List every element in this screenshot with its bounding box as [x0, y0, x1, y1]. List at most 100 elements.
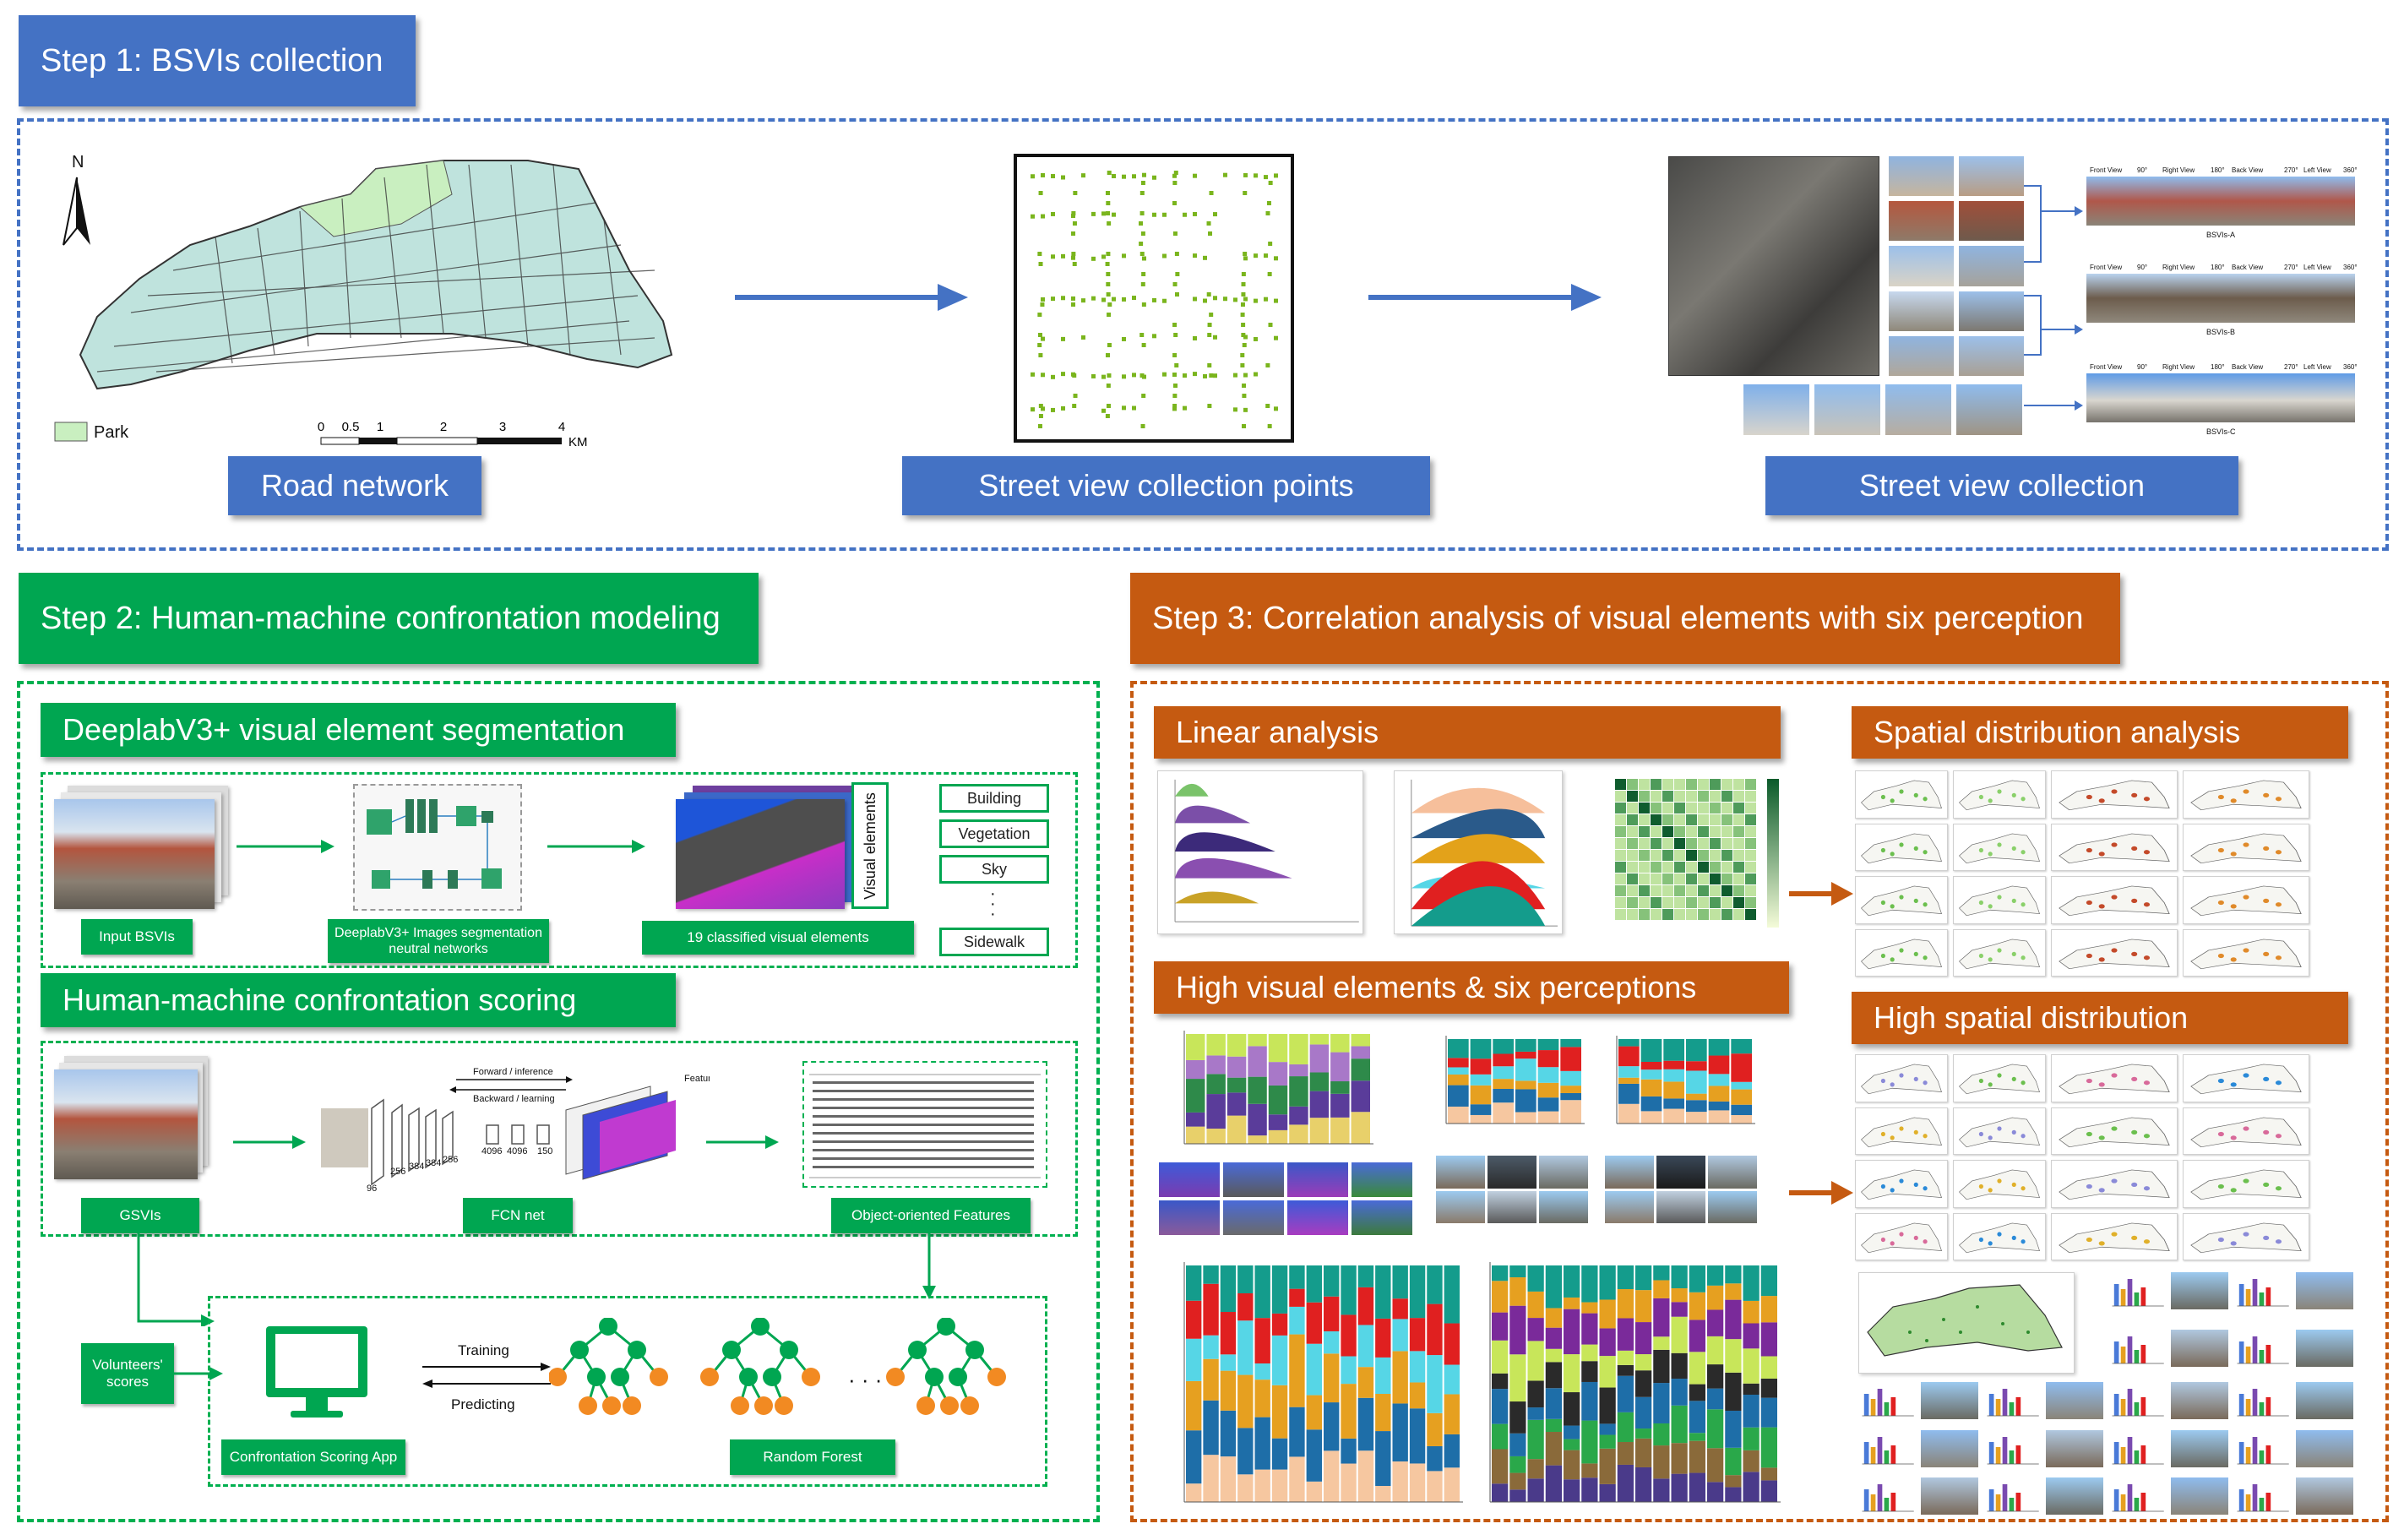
- svg-text:90°: 90°: [2137, 363, 2147, 371]
- scale-tick: 0.5: [342, 420, 360, 434]
- svg-text:180°: 180°: [2211, 363, 2225, 371]
- svg-text:256: 256: [443, 1155, 458, 1165]
- seg-header: DeeplabV3+ visual element segmentation: [41, 703, 676, 757]
- spatial-title: Spatial distribution analysis: [1874, 715, 2241, 749]
- svg-text:360°: 360°: [2343, 264, 2358, 271]
- svg-text:4096: 4096: [481, 1146, 502, 1156]
- svg-text:384: 384: [426, 1158, 441, 1168]
- bar-photo-cell: [1858, 1477, 1916, 1515]
- map-tile: [2051, 1107, 2178, 1155]
- svg-text:Left View: Left View: [2303, 264, 2331, 271]
- deeplab-architecture: [353, 784, 522, 911]
- bsvi-label: BSVIs-B: [2206, 328, 2235, 336]
- map-tile: [1855, 1107, 1948, 1155]
- gsvis-label: GSVIs: [81, 1198, 199, 1233]
- tree-node-icon: [987, 1368, 1006, 1386]
- bar-photo-cell: [2108, 1477, 2166, 1515]
- confrontation-app-label: Confrontation Scoring App: [221, 1439, 405, 1475]
- bar-photo-cell: [1921, 1382, 1978, 1419]
- svg-text:4096: 4096: [507, 1146, 527, 1156]
- tree-node-icon: [886, 1368, 905, 1386]
- bsvi-label: BSVIs-C: [2206, 427, 2236, 436]
- map-tile: [1855, 770, 1948, 819]
- step1-frame: [17, 118, 2389, 551]
- arrow-icon: [706, 1135, 779, 1149]
- street-view-collection-label: Street view collection: [1858, 468, 2146, 503]
- bar-photo-cell: [2233, 1330, 2291, 1367]
- svg-text:270°: 270°: [2284, 166, 2298, 174]
- step3-title: Step 3: Correlation analysis of visual e…: [1152, 600, 2084, 636]
- tree-node-icon: [937, 1318, 955, 1336]
- stacked-chart-small-2: [1428, 1032, 1588, 1134]
- element-sky: Sky: [939, 855, 1049, 884]
- bar-photo-grid-right: [2108, 1272, 2353, 1382]
- svg-text:Front View: Front View: [2090, 363, 2122, 371]
- high-spatial-header: High spatial distribution: [1852, 992, 2348, 1044]
- svg-text:Right View: Right View: [2162, 166, 2195, 174]
- svg-text:360°: 360°: [2343, 166, 2358, 174]
- linear-title: Linear analysis: [1176, 715, 1379, 749]
- scale-tick: 2: [440, 420, 447, 434]
- step3-header: Step 3: Correlation analysis of visual e…: [1130, 573, 2120, 664]
- tree-node-icon: [570, 1341, 589, 1359]
- bar-photo-cell: [2296, 1429, 2353, 1467]
- bar-photo-cell: [2171, 1382, 2228, 1419]
- monitor-icon: [266, 1326, 367, 1418]
- svg-text:Backward / learning: Backward / learning: [473, 1094, 555, 1104]
- random-forest-trees: · · ·: [549, 1318, 1006, 1415]
- svg-text:96: 96: [367, 1184, 377, 1193]
- bar-photo-cell: [2171, 1477, 2228, 1516]
- bar-photo-cell: [2046, 1429, 2103, 1467]
- svg-text:360°: 360°: [2343, 363, 2358, 371]
- tree-node-icon: [780, 1341, 798, 1359]
- bar-photo-cell: [2108, 1272, 2166, 1309]
- scoring-frame: [41, 1041, 1078, 1237]
- svg-text:Back View: Back View: [2232, 166, 2263, 174]
- map-tile: [2183, 1107, 2309, 1155]
- orange-arrow-icon: [1789, 1181, 1853, 1205]
- features-table: [802, 1061, 1047, 1188]
- map-tile: [1855, 1212, 1948, 1260]
- scale-tick: 3: [499, 420, 506, 434]
- stacked-chart-small-1: [1166, 1027, 1377, 1154]
- high-visual-title: High visual elements & six perceptions: [1176, 970, 1697, 1004]
- tree-ellipsis: · · ·: [848, 1367, 882, 1392]
- bar-photo-cell: [2233, 1477, 2291, 1515]
- map-tile: [2183, 1054, 2309, 1102]
- bar-photo-cell: [1921, 1477, 1978, 1516]
- bracket-lines: [2024, 185, 2083, 411]
- stacked-chart-large-2: [1471, 1259, 1784, 1512]
- bar-photo-cell: [2233, 1272, 2291, 1309]
- visual-elements-tag: Visual elements: [851, 782, 889, 909]
- tree-node-icon: [611, 1368, 629, 1386]
- step1-header: Step 1: BSVIs collection: [19, 15, 416, 106]
- bar-photo-cell: [1921, 1429, 1978, 1467]
- collection-points-map: [1014, 154, 1294, 443]
- street-photo-grid-1: [1436, 1156, 1588, 1223]
- step1-title: Step 1: BSVIs collection: [41, 42, 383, 79]
- tree-node-icon: [949, 1368, 967, 1386]
- bar-photo-grid: [1858, 1382, 2353, 1521]
- tree-node-icon: [751, 1318, 770, 1336]
- road-network-caption: Road network: [228, 456, 481, 515]
- svg-text:384: 384: [409, 1162, 424, 1172]
- map-tile: [2051, 1054, 2178, 1102]
- arrow-icon: [735, 284, 968, 311]
- bar-photo-cell: [2296, 1382, 2353, 1419]
- map-tile: [1953, 1107, 2046, 1155]
- map-tile: [1953, 823, 2046, 871]
- step2-header: Step 2: Human-machine confrontation mode…: [19, 573, 759, 664]
- svg-text:Right View: Right View: [2162, 264, 2195, 271]
- svg-text:Training: Training: [458, 1342, 509, 1358]
- tree-node-icon: [722, 1341, 741, 1359]
- arrow-icon: [237, 840, 334, 853]
- gsvi-images: [54, 1056, 215, 1183]
- high-spatial-title: High spatial distribution: [1874, 1000, 2189, 1035]
- svg-text:90°: 90°: [2137, 166, 2147, 174]
- tree-node-icon: [628, 1341, 646, 1359]
- street-view-collection-caption: Street view collection: [1765, 456, 2238, 515]
- training-predicting-arrows: Training Predicting: [422, 1342, 551, 1412]
- scoring-header: Human-machine confrontation scoring: [41, 973, 676, 1027]
- tree-node-icon: [739, 1368, 758, 1386]
- map-tile: [1953, 1160, 2046, 1208]
